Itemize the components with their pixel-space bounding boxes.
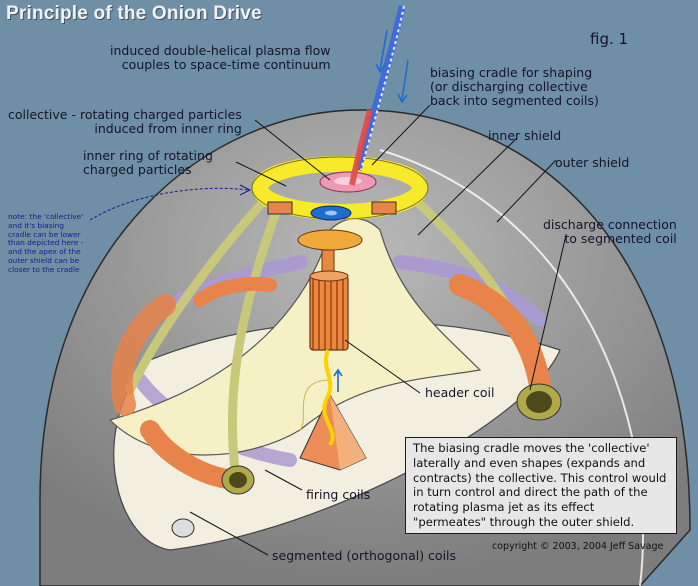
segmented-coil-purple	[173, 255, 308, 307]
note-pointer-head	[239, 184, 252, 196]
firing-coil-pyramid-face	[330, 395, 366, 470]
note-pointer	[89, 187, 249, 221]
coil-end-cap	[171, 518, 195, 538]
copyright-text: copyright © 2003, 2004 Jeff Savage	[492, 541, 664, 552]
segmented-coil-orange	[193, 276, 277, 307]
label-biasing-cradle: biasing cradle for shaping (or dischargi…	[430, 65, 599, 108]
label-collective: collective - rotating charged particles …	[8, 107, 242, 136]
biasing-cradle-hole	[334, 177, 362, 185]
label-plasma-flow: induced double-helical plasma flow coupl…	[110, 43, 331, 72]
label-inner-shield: inner shield	[488, 128, 562, 143]
plasma-jet-arrow	[333, 368, 343, 392]
plasma-jet-core	[322, 349, 335, 447]
label-discharge: discharge connection to segmented coil	[543, 217, 677, 246]
coil-end-cap	[516, 383, 562, 421]
inner-shield-fold	[299, 379, 331, 431]
header-coil	[309, 275, 349, 351]
segmented-coil-orange	[111, 294, 176, 416]
ring-gap	[371, 201, 397, 215]
segmented-coil-orange	[449, 274, 551, 396]
ring-gap	[267, 201, 293, 215]
plasma-helix	[349, 5, 406, 186]
explanation-box: The biasing cradle moves the 'collective…	[405, 437, 677, 534]
diagram-title: Principle of the Onion Drive	[6, 3, 262, 24]
inner-shield	[108, 218, 482, 456]
label-outer-shield: outer shield	[555, 155, 630, 170]
label-header-coil: header coil	[425, 385, 495, 400]
flow-arrow-left	[375, 29, 388, 74]
label-inner-ring: inner ring of rotating charged particles	[83, 148, 213, 177]
side-note: note: the 'collective' and it's biasing …	[8, 212, 84, 274]
flow-arrow-right	[397, 59, 409, 104]
segmented-coil-purple	[393, 255, 547, 327]
label-firing-coils: firing coils	[306, 487, 371, 502]
collective-center	[325, 210, 337, 216]
header-coil-top	[309, 270, 349, 282]
leader-lines	[189, 104, 567, 556]
funnel-plate	[297, 229, 363, 251]
label-segmented-coils: segmented (orthogonal) coils	[272, 548, 457, 563]
coil-end-cap	[221, 465, 255, 495]
figure-number: fig. 1	[590, 30, 629, 48]
